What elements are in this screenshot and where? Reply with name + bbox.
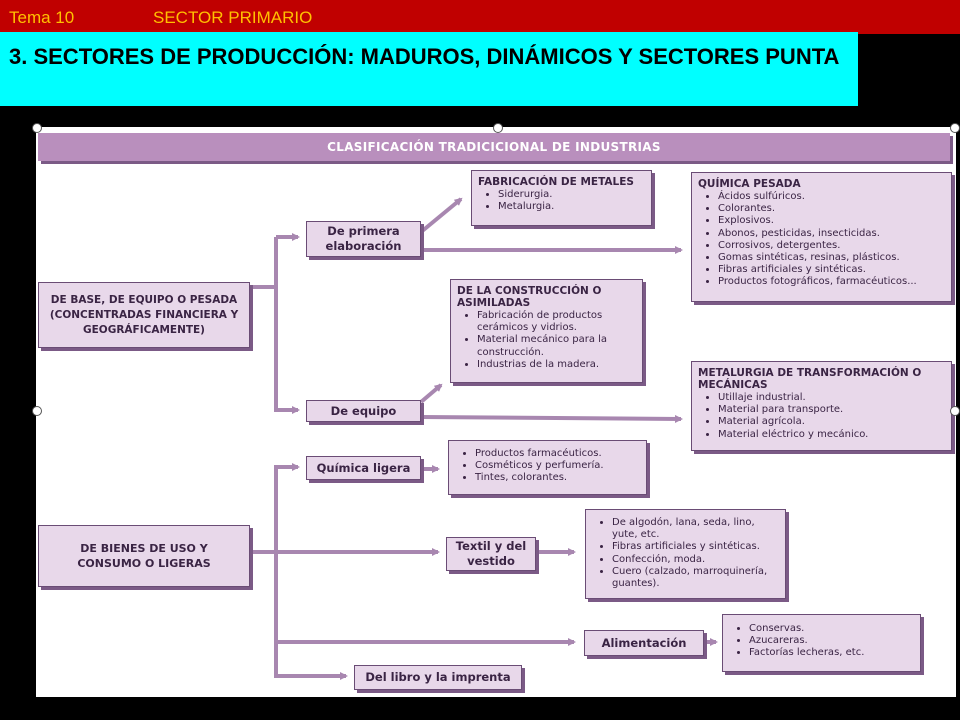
title-box: 3. SECTORES DE PRODUCCIÓN: MADUROS, DINÁ… xyxy=(0,32,858,106)
page-title: 3. SECTORES DE PRODUCCIÓN: MADUROS, DINÁ… xyxy=(9,44,840,69)
metalurgia-box: METALURGIA DE TRANSFORMACIÓN O MECÁNICAS… xyxy=(691,361,952,451)
quimica-ligera-box: Química ligera xyxy=(306,456,421,480)
consumer-industries-box: DE BIENES DE USO Y CONSUMO O LIGERAS xyxy=(38,525,250,587)
construccion-title: DE LA CONSTRUCCIÓN O ASIMILADAS xyxy=(457,285,602,309)
list-item: Factorías lecheras, etc. xyxy=(749,647,914,659)
libro-box: Del libro y la imprenta xyxy=(354,665,522,690)
list-item: Metalurgia. xyxy=(498,201,645,213)
list-item: Conservas. xyxy=(749,623,914,635)
base-industries-box: DE BASE, DE EQUIPO O PESADA (CONCENTRADA… xyxy=(38,282,250,348)
list-item: Fabricación de productos cerámicos y vid… xyxy=(477,310,636,334)
list-item: Productos farmacéuticos. xyxy=(475,448,640,460)
resize-handle-right[interactable] xyxy=(950,406,960,416)
primera-elaboracion-box: De primera elaboración xyxy=(306,221,421,257)
quimica-ligera-list: Productos farmacéuticos. Cosméticos y pe… xyxy=(448,440,647,495)
list-item: Material para transporte. xyxy=(718,404,945,416)
list-item: Fibras artificiales y sintéticas. xyxy=(718,264,945,276)
list-item: Abonos, pesticidas, insecticidas. xyxy=(718,228,945,240)
metalurgia-title: METALURGIA DE TRANSFORMACIÓN O MECÁNICAS xyxy=(698,367,922,391)
metales-title: FABRICACIÓN DE METALES xyxy=(478,176,634,188)
metales-box: FABRICACIÓN DE METALES Siderurgia. Metal… xyxy=(471,170,652,226)
alimentacion-list: Conservas. Azucareras. Factorías lechera… xyxy=(722,614,921,672)
list-item: Siderurgia. xyxy=(498,189,645,201)
alimentacion-box: Alimentación xyxy=(584,630,704,656)
top-bar: Tema 10 SECTOR PRIMARIO xyxy=(0,0,960,34)
list-item: Cuero (calzado, marroquinería, guantes). xyxy=(612,566,779,590)
list-item: Ácidos sulfúricos. xyxy=(718,191,945,203)
textil-box: Textil y del vestido xyxy=(446,537,536,571)
list-item: Material mecánico para la construcción. xyxy=(477,334,636,358)
list-item: Corrosivos, detergentes. xyxy=(718,240,945,252)
list-item: Productos fotográficos, farmacéuticos... xyxy=(718,276,945,288)
list-item: Confección, moda. xyxy=(612,554,779,566)
resize-handle-top-right[interactable] xyxy=(950,123,960,133)
list-item: De algodón, lana, seda, lino, yute, etc. xyxy=(612,517,779,541)
list-item: Industrias de la madera. xyxy=(477,359,636,371)
diagram-title: CLASIFICACIÓN TRADICICIONAL DE INDUSTRIA… xyxy=(38,133,950,161)
list-item: Tintes, colorantes. xyxy=(475,472,640,484)
resize-handle-left[interactable] xyxy=(32,406,42,416)
list-item: Explosivos. xyxy=(718,215,945,227)
section-label: SECTOR PRIMARIO xyxy=(153,8,313,27)
list-item: Azucareras. xyxy=(749,635,914,647)
list-item: Material agrícola. xyxy=(718,416,945,428)
resize-handle-top[interactable] xyxy=(493,123,503,133)
list-item: Colorantes. xyxy=(718,203,945,215)
diagram-image[interactable]: CLASIFICACIÓN TRADICICIONAL DE INDUSTRIA… xyxy=(36,127,956,697)
list-item: Gomas sintéticas, resinas, plásticos. xyxy=(718,252,945,264)
resize-handle-top-left[interactable] xyxy=(32,123,42,133)
list-item: Utillaje industrial. xyxy=(718,392,945,404)
equipo-box: De equipo xyxy=(306,400,421,422)
construccion-box: DE LA CONSTRUCCIÓN O ASIMILADAS Fabricac… xyxy=(450,279,643,383)
textil-list: De algodón, lana, seda, lino, yute, etc.… xyxy=(585,509,786,599)
list-item: Cosméticos y perfumería. xyxy=(475,460,640,472)
list-item: Material eléctrico y mecánico. xyxy=(718,429,945,441)
topic-label: Tema 10 xyxy=(9,8,75,27)
list-item: Fibras artificiales y sintéticas. xyxy=(612,541,779,553)
quimica-pesada-title: QUÍMICA PESADA xyxy=(698,178,801,190)
quimica-pesada-box: QUÍMICA PESADA Ácidos sulfúricos. Colora… xyxy=(691,172,952,302)
